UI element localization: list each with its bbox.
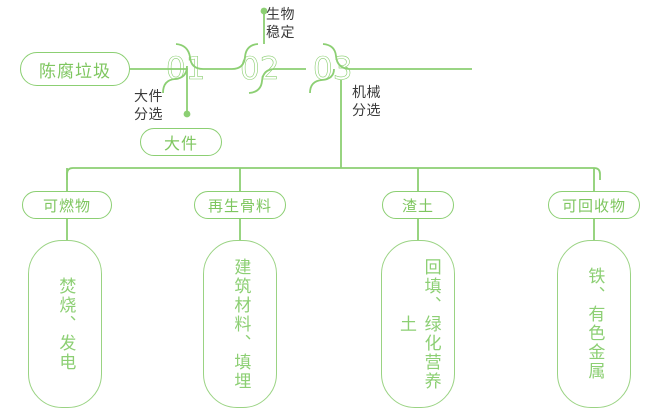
output-use-text-4: 铁、有色金属 [585,267,605,381]
output-use-box-3[interactable]: 回填、绿化营养土 [381,240,455,408]
arc-03-bottom [309,68,335,94]
output-use-box-4[interactable]: 铁、有色金属 [557,240,631,408]
arc-02-bottom [248,68,306,94]
source-pill[interactable]: 陈腐垃圾 [20,52,130,86]
step-annotation-03: 机械 分选 [352,84,381,118]
output-use-text-2: 建筑材料、填埋 [231,257,251,391]
arc-03-top [322,43,472,70]
output-category-pill-1[interactable]: 可燃物 [22,191,112,219]
output-category-pill-2[interactable]: 再生骨料 [194,191,286,219]
bus-bar [66,167,601,180]
step-number-02[interactable]: 02 [240,51,280,87]
step-annotation-01: 大件 分选 [134,88,163,122]
output-use-text-3: 回填、绿化营养土 [397,257,441,391]
step-number-03[interactable]: 03 [313,51,353,87]
node-dot-bio [260,7,268,15]
output-use-box-2[interactable]: 建筑材料、填埋 [203,240,277,408]
arc-02-top [231,43,259,70]
output-category-pill-3[interactable]: 渣土 [382,191,454,219]
output-use-text-1: 焚烧、发电 [56,276,76,372]
arc-01-top [175,43,232,70]
output-category-pill-4[interactable]: 可回收物 [548,191,640,219]
output-use-box-1[interactable]: 焚烧、发电 [28,240,102,408]
bulky-output-pill[interactable]: 大件 [140,128,222,156]
step-number-01[interactable]: 01 [166,51,206,87]
node-dot-bulky [183,110,191,118]
arc-01-bottom [162,65,188,94]
step-annotation-02: 生物 稳定 [266,6,295,40]
